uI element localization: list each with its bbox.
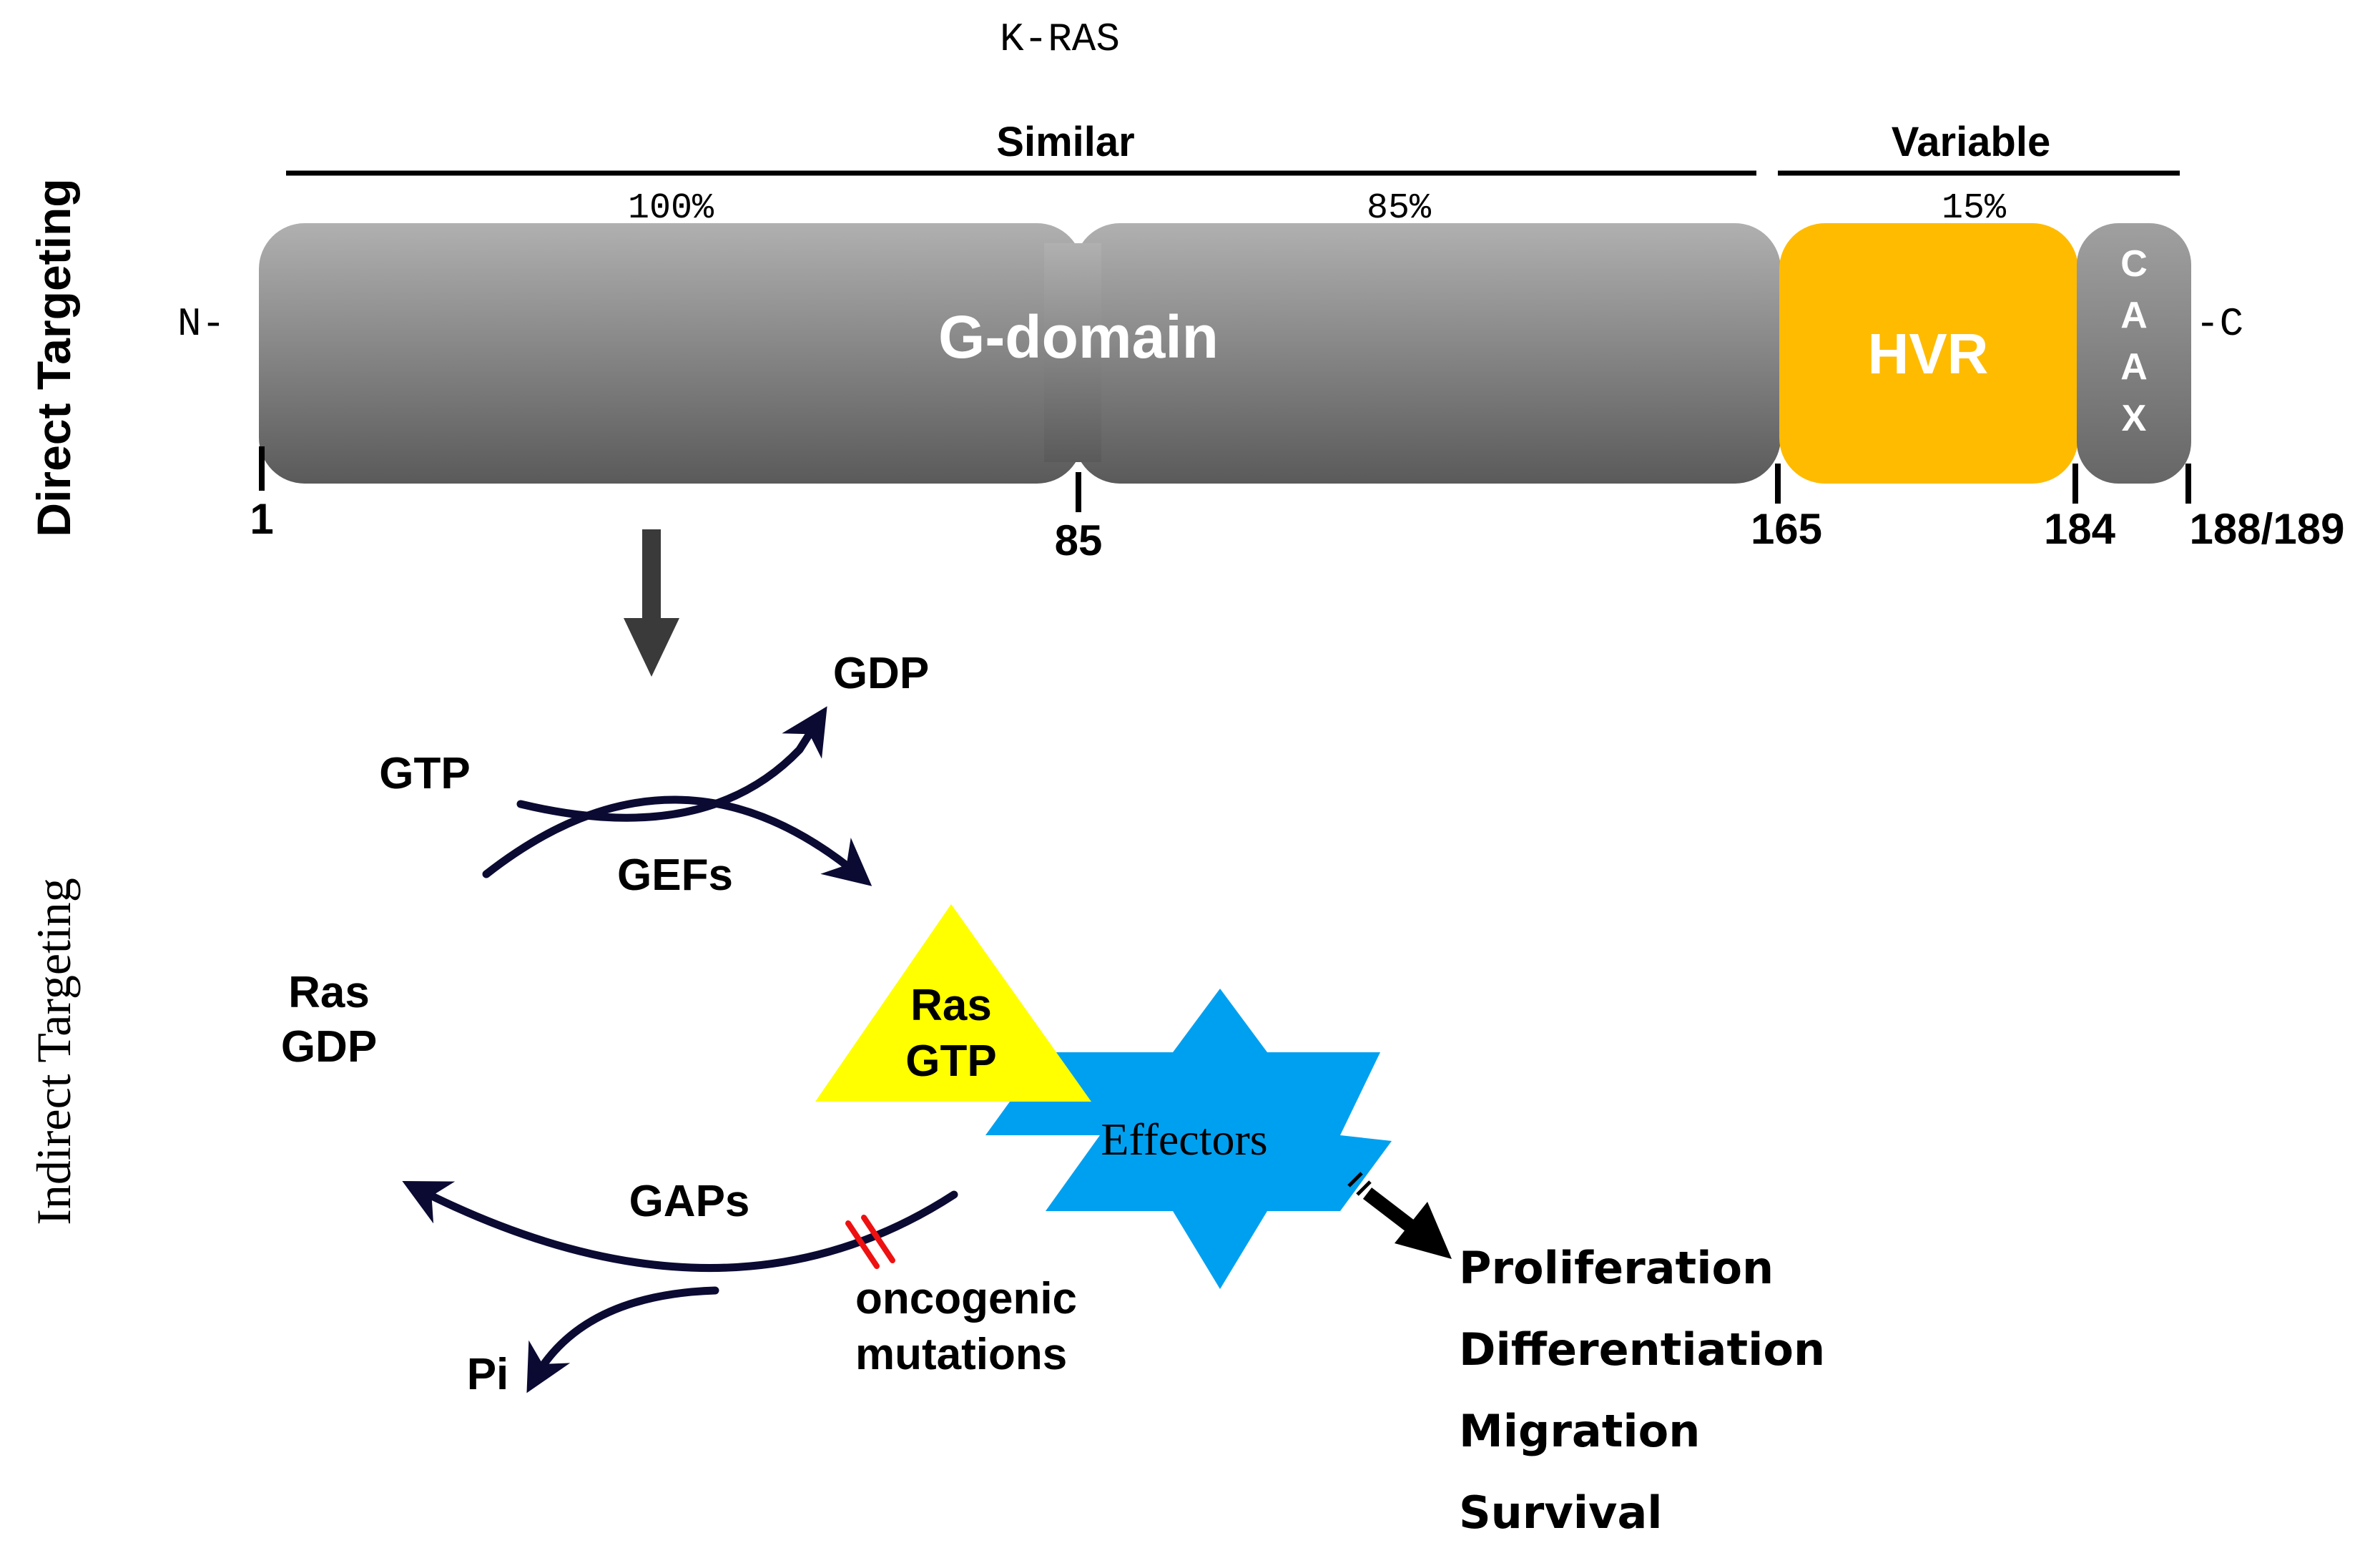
variable-region-label: Variable bbox=[1892, 119, 2050, 165]
g-domain-segment-1 bbox=[259, 223, 1083, 484]
g-domain-segment-2 bbox=[1074, 223, 1781, 484]
effectors-star bbox=[985, 989, 1392, 1289]
ras-gdp-label-line2: GDP bbox=[281, 1022, 377, 1072]
hvr-box bbox=[1779, 223, 2078, 484]
ras-gtp-label-line1: Ras bbox=[910, 981, 992, 1030]
ras-gtp-label-line2: GTP bbox=[905, 1037, 996, 1086]
position-label: 85 bbox=[1055, 516, 1103, 564]
diagram-title: K-RAS bbox=[1000, 16, 1120, 62]
outcome-item: Proliferation bbox=[1459, 1242, 1774, 1294]
position-label: 165 bbox=[1751, 505, 1822, 553]
outcome-item: Survival bbox=[1459, 1486, 1663, 1539]
similarity-15-label: 15% bbox=[1942, 188, 2007, 229]
effectors-label: Effectors bbox=[1101, 1114, 1267, 1165]
gtp-label: GTP bbox=[379, 749, 470, 798]
outcome-item: Differentiation bbox=[1459, 1323, 1825, 1376]
indirect-targeting-label: Indirect Targeting bbox=[26, 878, 81, 1225]
ras-gtp-triangle bbox=[815, 904, 1091, 1102]
gaps-label: GAPs bbox=[629, 1177, 750, 1226]
gap-hydrolysis-arrows bbox=[402, 1180, 958, 1393]
hvr-label: HVR bbox=[1868, 322, 1989, 386]
direct-targeting-label: Direct Targeting bbox=[27, 178, 80, 537]
caax-letter: X bbox=[2122, 398, 2147, 439]
effector-output-arrow bbox=[1347, 1172, 1452, 1259]
gdp-label: GDP bbox=[833, 649, 929, 698]
gef-exchange-arrows bbox=[482, 706, 872, 886]
caax-letter: A bbox=[2120, 346, 2148, 388]
pi-label: Pi bbox=[467, 1350, 509, 1399]
caax-letter: C bbox=[2120, 243, 2148, 285]
similarity-100-label: 100% bbox=[628, 188, 714, 229]
caax-box bbox=[2077, 223, 2191, 484]
position-label: 188/189 bbox=[2190, 505, 2345, 553]
similar-region-label: Similar bbox=[996, 119, 1134, 165]
oncogenic-mutations-line1: oncogenic bbox=[855, 1274, 1077, 1323]
g-domain-label: G-domain bbox=[938, 303, 1219, 371]
gefs-label: GEFs bbox=[617, 851, 733, 900]
outcome-list: Proliferation Differentiation Migration … bbox=[1459, 1242, 1825, 1539]
similarity-85-label: 85% bbox=[1367, 188, 1432, 229]
oncogenic-mutations-line2: mutations bbox=[855, 1330, 1067, 1379]
outcome-item: Migration bbox=[1459, 1405, 1700, 1457]
position-ticks bbox=[259, 446, 2191, 512]
position-label: 184 bbox=[2044, 505, 2116, 553]
n-terminus-label: N- bbox=[177, 301, 225, 347]
caax-letters: C A A X bbox=[2120, 243, 2148, 439]
ras-gdp-label-line1: Ras bbox=[288, 968, 370, 1017]
down-arrow-icon bbox=[624, 529, 679, 677]
caax-letter: A bbox=[2120, 295, 2148, 336]
g-domain: G-domain bbox=[259, 223, 1781, 484]
mutation-block-icon bbox=[845, 1215, 895, 1269]
c-terminus-label: -C bbox=[2195, 301, 2243, 347]
position-label: 1 bbox=[250, 495, 273, 543]
